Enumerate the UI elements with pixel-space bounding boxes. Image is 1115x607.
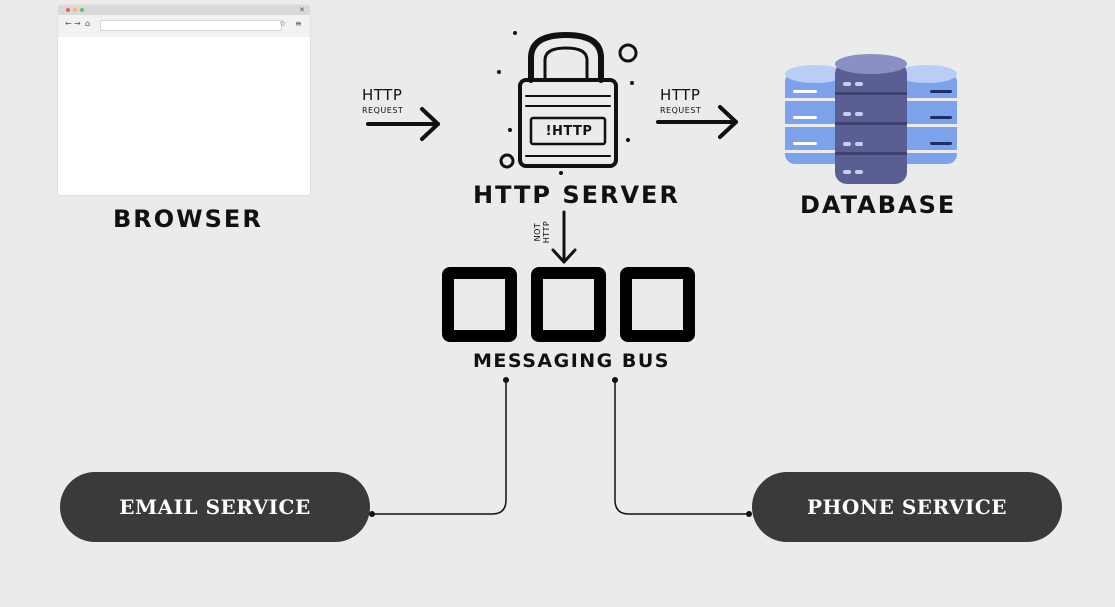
email-service-label: EMAIL SERVICE — [119, 495, 311, 519]
sparkle-dots-icon — [497, 31, 634, 175]
edge-label-kind: REQUEST — [362, 106, 404, 115]
close-dot-icon — [66, 8, 70, 12]
connector-dot — [746, 511, 752, 517]
not-http-label: NOT HTTP — [532, 212, 552, 252]
lock-badge-text: !HTTP — [545, 123, 593, 139]
menu-icon: ≡ — [295, 19, 302, 28]
edge-label-protocol: HTTP — [660, 86, 701, 104]
database-stack-icon — [785, 54, 957, 184]
close-icon: ✕ — [299, 6, 305, 14]
home-icon: ⌂ — [85, 19, 91, 28]
phone-service-node: PHONE SERVICE — [752, 472, 1062, 542]
http-server-label: HTTP SERVER — [473, 181, 680, 209]
messaging-bus-label: MESSAGING BUS — [473, 350, 670, 372]
star-icon: ☆ — [279, 19, 287, 28]
padlock-icon — [499, 32, 638, 169]
phone-service-label: PHONE SERVICE — [807, 495, 1007, 519]
connector-dot — [369, 511, 375, 517]
browser-label: BROWSER — [113, 205, 263, 233]
minimize-dot-icon — [73, 8, 77, 12]
connector-dot — [612, 377, 618, 383]
queue-box-icon — [442, 267, 695, 342]
edge-label-kind: REQUEST — [660, 106, 702, 115]
connector-dot — [503, 377, 509, 383]
queue-box-2 — [531, 267, 606, 342]
back-icon: ← — [65, 19, 72, 28]
connector-bus-to-phone — [614, 380, 749, 515]
database-label: DATABASE — [800, 191, 957, 219]
not-http-line1: NOT — [533, 222, 542, 242]
queue-box-1 — [442, 267, 517, 342]
forward-icon: → — [74, 19, 81, 28]
arrow-browser-to-server — [366, 107, 440, 141]
arrow-server-to-database — [656, 105, 738, 139]
address-bar — [100, 20, 282, 31]
browser-window-icon: ✕ ← → ⌂ ☆ ≡ — [58, 5, 310, 195]
maximize-dot-icon — [80, 8, 84, 12]
connector-bus-to-email — [372, 380, 507, 515]
browser-toolbar: ← → ⌂ ☆ ≡ — [58, 15, 310, 37]
not-http-line2: HTTP — [542, 220, 551, 244]
browser-titlebar: ✕ — [58, 5, 310, 15]
arrow-server-to-bus — [551, 210, 577, 264]
queue-box-3 — [620, 267, 695, 342]
email-service-node: EMAIL SERVICE — [60, 472, 370, 542]
edge-label-protocol: HTTP — [362, 86, 403, 104]
